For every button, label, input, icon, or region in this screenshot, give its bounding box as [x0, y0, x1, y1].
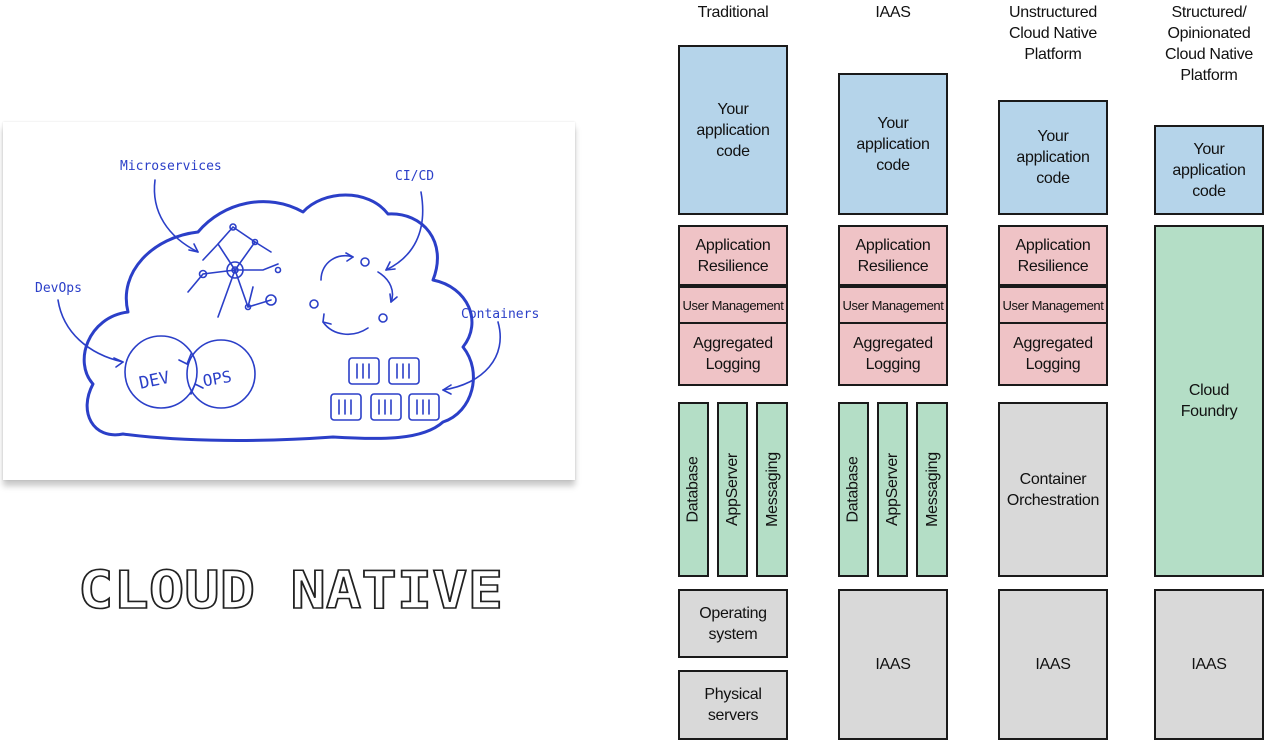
- dev-label: DEV: [137, 368, 171, 394]
- containers-icon: [330, 357, 440, 421]
- structured-app-code: Your application code: [1154, 125, 1264, 215]
- header-structured: Structured/ Opinionated Cloud Native Pla…: [1164, 4, 1253, 84]
- traditional-messaging: Messaging: [756, 402, 788, 577]
- structured-infrastructure: IAAS: [1154, 589, 1264, 740]
- unstructured-user-management: User Management: [998, 286, 1108, 324]
- unstructured-infrastructure: IAAS: [998, 589, 1108, 740]
- containers-arrow: [442, 321, 501, 391]
- traditional-app-code: Your application code: [678, 45, 788, 215]
- microservices-label: Microservices: [120, 159, 222, 174]
- iaas-infrastructure: IAAS: [838, 589, 948, 740]
- traditional-physical-servers: Physical servers: [678, 670, 788, 740]
- traditional-app-resilience: Application Resilience: [678, 225, 788, 286]
- traditional-database: Database: [678, 402, 709, 577]
- cloud-outline: [82, 193, 475, 442]
- traditional-appserver: AppServer: [717, 402, 748, 577]
- traditional-aggregated-logging: Aggregated Logging: [678, 322, 788, 386]
- unstructured-app-resilience: Application Resilience: [998, 225, 1108, 286]
- header-unstructured: Unstructured Cloud Native Platform: [1008, 4, 1097, 63]
- ops-label: OPS: [201, 367, 233, 391]
- cicd-label: CI/CD: [395, 169, 434, 184]
- header-iaas: IAAS: [875, 4, 911, 21]
- iaas-aggregated-logging: Aggregated Logging: [838, 322, 948, 386]
- unstructured-app-code: Your application code: [998, 100, 1108, 215]
- cloud-native-title: CLOUD NATIVE: [78, 560, 504, 620]
- cicd-arrow: [385, 191, 424, 271]
- iaas-database: Database: [838, 402, 869, 577]
- microservices-arrow: [153, 179, 199, 253]
- containers-label: Containers: [461, 307, 539, 322]
- iaas-messaging: Messaging: [916, 402, 948, 577]
- traditional-operating-system: Operating system: [678, 589, 788, 658]
- cloud-native-text: CLOUD NATIVE: [78, 561, 503, 620]
- iaas-user-management: User Management: [838, 286, 948, 324]
- unstructured-aggregated-logging: Aggregated Logging: [998, 322, 1108, 386]
- traditional-user-management: User Management: [678, 286, 788, 324]
- iaas-app-code: Your application code: [838, 73, 948, 215]
- devops-label: DevOps: [35, 281, 82, 296]
- unstructured-container-orchestration: Container Orchestration: [998, 402, 1108, 577]
- devops-arrow: [57, 299, 124, 363]
- cloud-native-sketch: Microservices CI/CD DevOps Containers DE…: [3, 122, 575, 480]
- cloud-sketch-drawing: Microservices CI/CD DevOps Containers DE…: [35, 159, 539, 442]
- structured-cloud-foundry: Cloud Foundry: [1154, 225, 1264, 577]
- iaas-app-resilience: Application Resilience: [838, 225, 948, 286]
- iaas-appserver: AppServer: [877, 402, 908, 577]
- header-traditional: Traditional: [697, 4, 769, 21]
